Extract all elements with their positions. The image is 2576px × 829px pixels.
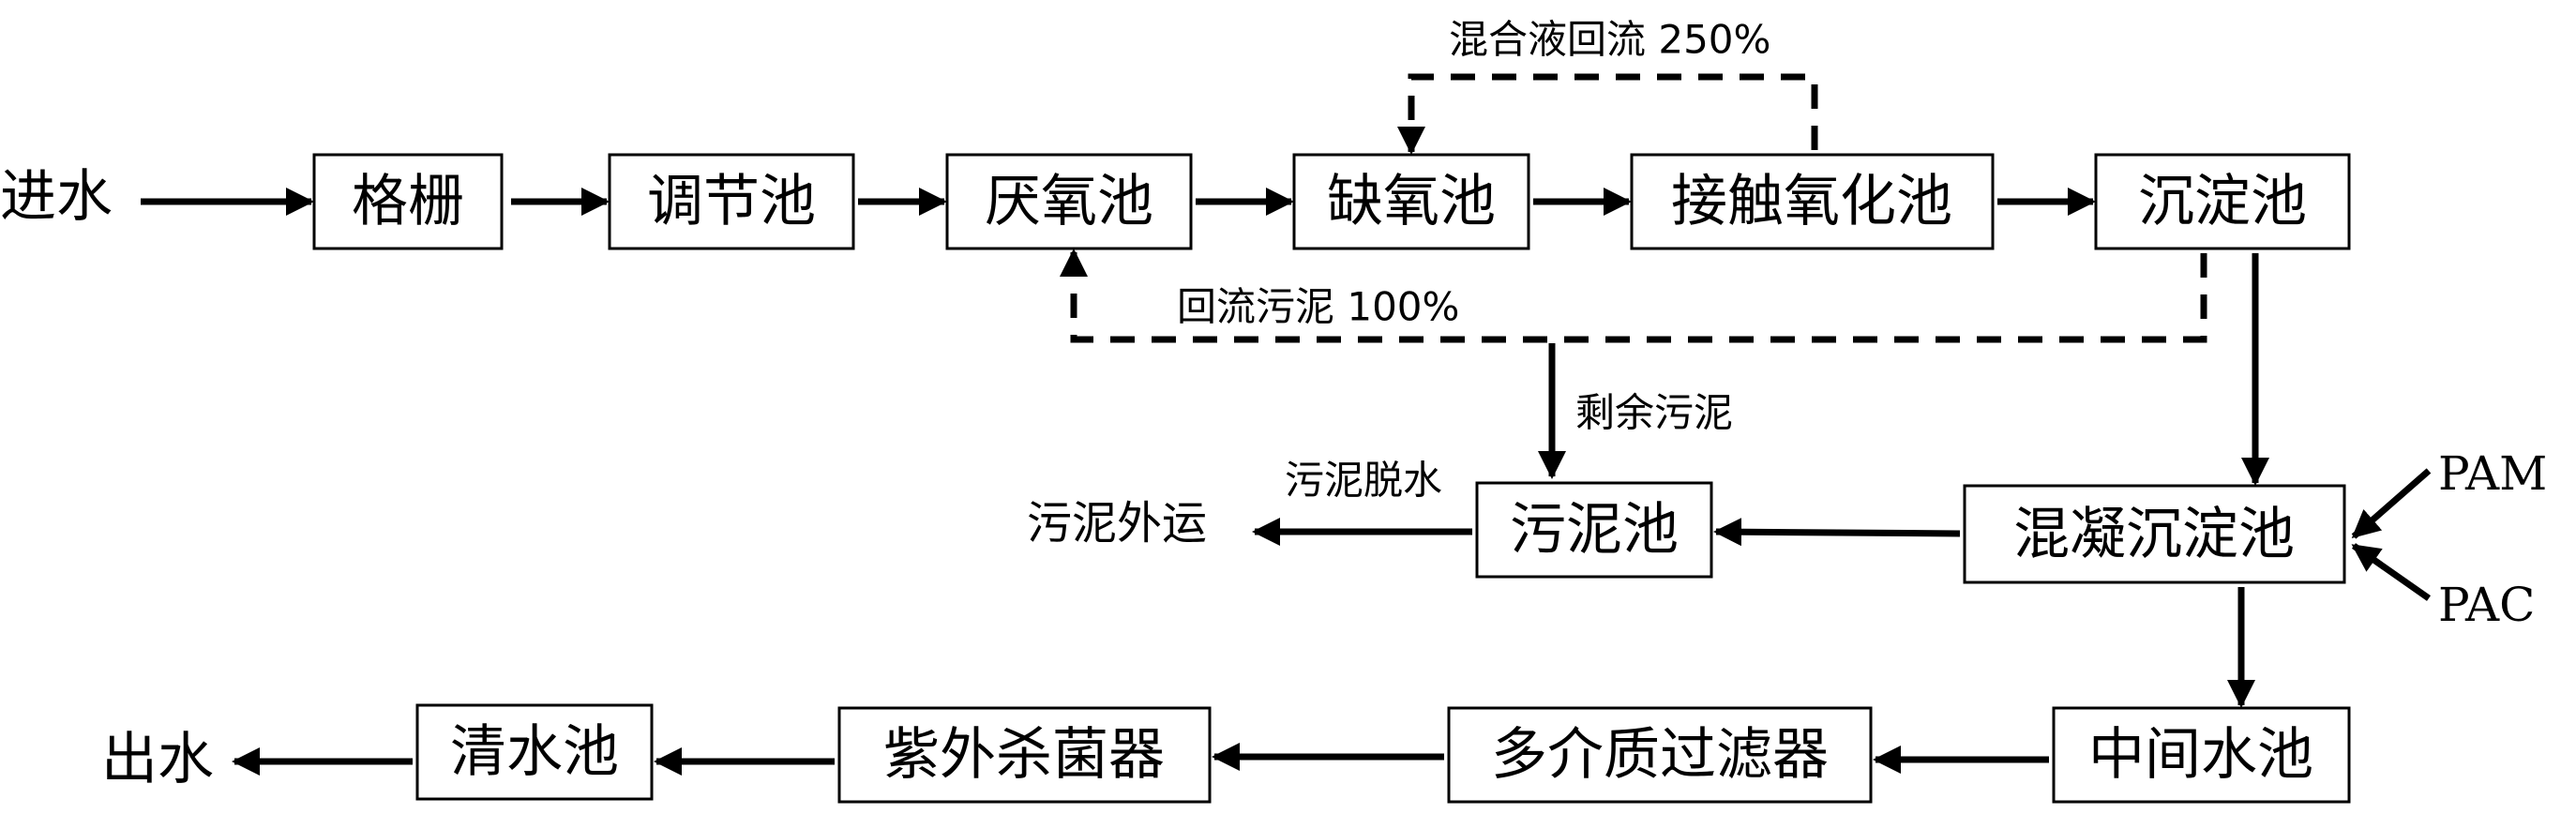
sludge-dewatering-label: 污泥脱水 [1285,458,1442,504]
screen-label: 格栅 [352,169,464,234]
sedimentation-tank-label: 沉淀池 [2138,169,2307,234]
pac-dosing-arrow [2351,543,2432,601]
coagulation-sedimentation-tank-label: 混凝沉淀池 [2013,502,2295,567]
anaerobic-tank-box: 厌氧池 [945,153,1193,250]
sludge-tank-label: 污泥池 [1510,497,1679,563]
contact-oxidation-tank-label: 接触氧化池 [1671,169,1952,234]
uv-sterilizer-box: 紫外杀菌器 [837,706,1212,804]
clear-water-tank-box: 清水池 [415,703,654,801]
intermediate-tank-label: 中间水池 [2088,722,2313,788]
multimedia-filter-label: 多介质过滤器 [1491,722,1829,788]
outlet-label: 出水 [101,727,214,792]
equalization-tank-box: 调节池 [608,153,855,250]
contact-oxidation-tank-box: 接触氧化池 [1630,153,1995,250]
intermediate-tank-box: 中间水池 [2052,706,2351,804]
equalization-tank-label: 调节池 [647,169,816,234]
anoxic-tank-box: 缺氧池 [1292,153,1530,250]
multimedia-filter-box: 多介质过滤器 [1447,706,1873,804]
sludge-disposal-label: 污泥外运 [1027,497,1207,550]
pac-label: PAC [2438,578,2535,632]
return-sludge-label: 回流污泥 100% [1177,284,1459,330]
clear-water-tank-label: 清水池 [450,719,619,785]
inlet-label: 进水 [0,164,113,230]
pam-label: PAM [2438,446,2547,501]
coagulation-to-sludge-arrow [1713,518,1961,547]
mixed-liquor-recycle-line [1397,73,1818,155]
mixed-liquor-recycle-label: 混合液回流 250% [1449,17,1770,63]
screen-box: 格栅 [312,153,504,250]
coagulation-sedimentation-tank-box: 混凝沉淀池 [1963,484,2346,584]
pam-dosing-arrow [2351,468,2432,539]
sedimentation-tank-box: 沉淀池 [2094,153,2351,250]
sludge-tank-box: 污泥池 [1475,481,1713,579]
excess-sludge-label: 剩余污泥 [1575,390,1733,436]
anoxic-tank-label: 缺氧池 [1327,169,1496,234]
uv-sterilizer-label: 紫外杀菌器 [883,722,1165,788]
return-sludge-line [1060,249,2207,343]
anaerobic-tank-label: 厌氧池 [985,169,1153,234]
